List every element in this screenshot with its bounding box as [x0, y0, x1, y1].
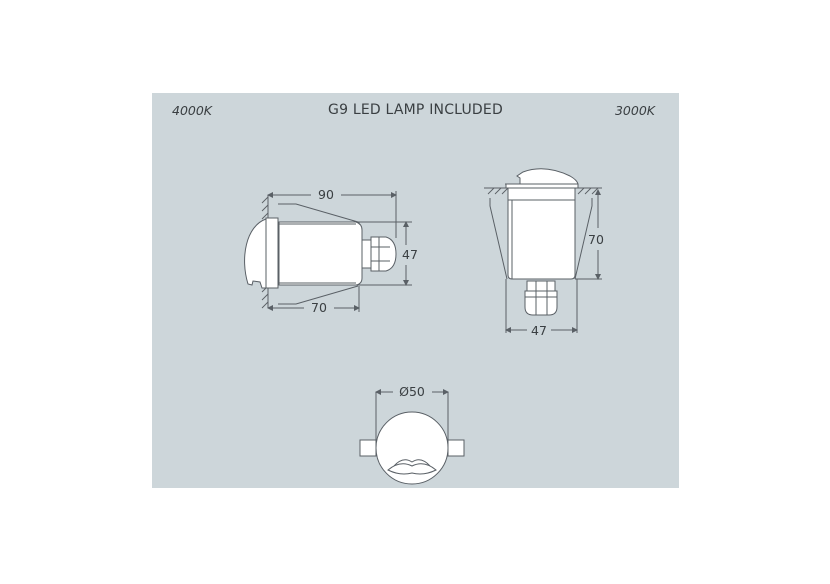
side-height-dimension: 47	[402, 247, 418, 262]
drawing-title: G9 LED LAMP INCLUDED	[328, 102, 503, 118]
top-view-drawing	[359, 389, 465, 485]
side-overall-length-dimension: 90	[318, 187, 334, 202]
color-temp-right-label: 3000K	[614, 103, 655, 118]
front-width-dimension: 47	[531, 323, 547, 338]
side-body-length-dimension: 70	[311, 300, 327, 315]
front-height-dimension: 70	[588, 232, 604, 247]
color-temp-left-label: 4000K	[172, 103, 213, 118]
top-diameter-dimension: Ø50	[399, 384, 425, 399]
front-view-drawing	[484, 168, 602, 333]
side-view-drawing	[244, 191, 412, 312]
